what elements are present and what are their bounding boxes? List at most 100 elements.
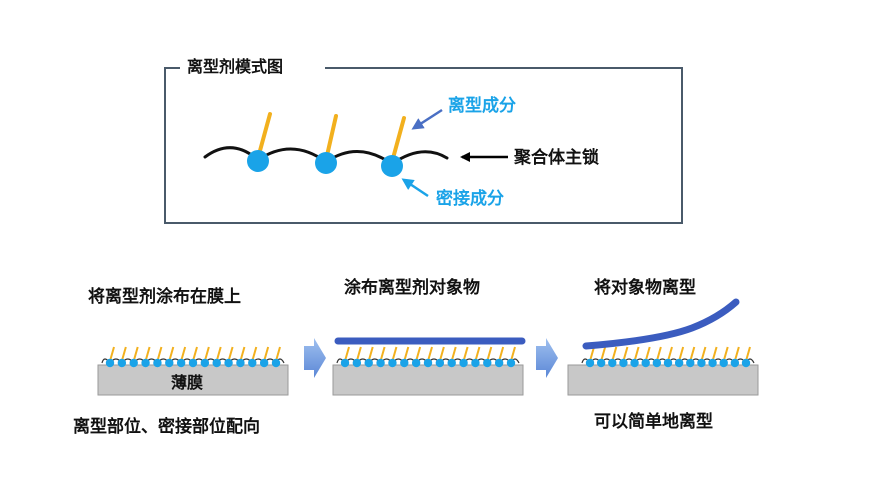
polymer-backbone-label: 聚合体主锁: [513, 147, 599, 168]
release-component-stick: [379, 346, 386, 362]
release-component-stick: [180, 346, 187, 362]
release-component-stick: [510, 346, 516, 362]
coating-molecules: [585, 346, 751, 368]
adhesion-component-dot: [459, 358, 468, 368]
coating-molecules: [340, 346, 516, 368]
adhesion-component-dot: [471, 358, 480, 368]
release-component-stick: [700, 346, 707, 362]
release-component-stick: [192, 346, 198, 362]
coating-molecules: [105, 346, 281, 368]
adhesion-component-dot: [641, 358, 650, 368]
release-component-stick: [745, 346, 751, 362]
release-component-stick: [611, 346, 618, 362]
release-component-stick: [689, 346, 696, 362]
adhesion-component-dot: [483, 358, 492, 368]
adhesion-component-dot: [200, 358, 210, 368]
adhesion-component-dot: [423, 358, 433, 368]
adhesion-component-dot: [400, 358, 409, 368]
release-component-stick: [711, 346, 718, 362]
adhesion-component-dot: [105, 358, 115, 368]
adhesion-component-dot: [224, 358, 233, 368]
adhesion-component-dot: [388, 358, 397, 368]
adhesion-component-label: 密接成分: [436, 188, 504, 209]
adhesion-component-dot: [212, 358, 221, 368]
peeled-object-layer: [582, 298, 740, 350]
release-component-stick: [367, 346, 374, 362]
release-component-stick: [355, 346, 362, 362]
release-component-stick: [486, 346, 493, 362]
adhesion-component-dot: [494, 358, 504, 368]
model-box-title-bg: [180, 55, 325, 81]
release-component-stick: [600, 346, 607, 362]
release-component-stick: [227, 346, 234, 362]
release-component-stick: [203, 346, 210, 362]
adhesion-component-dot: [708, 358, 717, 368]
release-component-stick: [722, 346, 729, 362]
adhesion-component-dot: [176, 358, 186, 368]
adhesion-component-dot: [697, 358, 706, 368]
adhesion-component-dot: [364, 358, 373, 368]
adhesion-component-dot: [381, 155, 403, 177]
adhesion-callout-arrow: [401, 178, 429, 198]
release-component-stick: [678, 346, 685, 362]
adhesion-component-dot: [236, 358, 245, 368]
adhesion-component-dot: [259, 358, 269, 368]
release-component-stick: [622, 346, 629, 362]
step-3-note: 可以简单地离型: [594, 411, 713, 432]
adhesion-component-dot: [352, 358, 362, 368]
adhesion-component-dot: [411, 358, 421, 368]
release-component-stick: [156, 346, 163, 362]
adhesion-component-dot: [506, 358, 516, 368]
step-2-substrate: [332, 364, 524, 396]
release-component-stick: [109, 346, 115, 362]
adhesion-component-dot: [435, 358, 445, 368]
release-component-stick: [415, 346, 422, 362]
release-component-stick: [733, 346, 740, 362]
release-component-stick: [263, 346, 270, 362]
step-3-caption: 将对象物离型: [594, 277, 696, 298]
adhesion-component-dot: [129, 358, 138, 368]
release-component-stick: [215, 346, 222, 362]
adhesion-component-dot: [141, 358, 150, 368]
adhesion-component-dot: [663, 358, 673, 368]
release-component-stick: [239, 346, 246, 362]
release-component-stick: [667, 346, 673, 362]
adhesion-component-dot: [596, 358, 606, 368]
adhesion-component-dot: [741, 358, 751, 368]
step-3: 将对象物离型 可以简单地离型: [567, 277, 759, 432]
release-component-stick: [251, 346, 258, 362]
adhesion-component-dot: [340, 358, 350, 368]
release-component-stick: [390, 116, 406, 164]
adhesion-component-dot: [153, 358, 162, 368]
release-component-label: 离型成分: [448, 95, 516, 116]
release-component-stick: [633, 346, 640, 362]
release-component-stick: [132, 346, 139, 362]
release-component-stick: [275, 346, 281, 362]
release-component-stick: [655, 346, 662, 362]
step-arrow-1: [304, 338, 326, 378]
release-component-stick: [427, 346, 433, 362]
adhesion-component-dot: [248, 358, 257, 368]
adhesion-component-dot: [165, 358, 174, 368]
adhesion-component-dot: [447, 358, 456, 368]
release-component-stick: [498, 346, 505, 362]
step-2-caption: 涂布离型剂对象物: [344, 277, 480, 298]
adhesion-component-dot: [188, 358, 198, 368]
adhesion-component-dot: [719, 358, 728, 368]
release-callout-arrow: [411, 108, 443, 130]
adhesion-component-dot: [686, 358, 695, 368]
release-component-stick: [589, 346, 595, 362]
adhesion-component-dot: [271, 358, 281, 368]
adhesion-component-dot: [619, 358, 628, 368]
step-3-substrate: [567, 364, 759, 396]
adhesion-component-dot: [585, 358, 595, 368]
adhesion-component-dot: [730, 358, 740, 368]
release-component-stick: [120, 346, 127, 362]
adhesion-component-dot: [117, 358, 127, 368]
release-component-stick: [462, 346, 469, 362]
release-component-stick: [644, 346, 651, 362]
release-component-stick: [474, 346, 481, 362]
adhesion-component-dot: [608, 358, 617, 368]
adhesion-component-dot: [376, 358, 385, 368]
